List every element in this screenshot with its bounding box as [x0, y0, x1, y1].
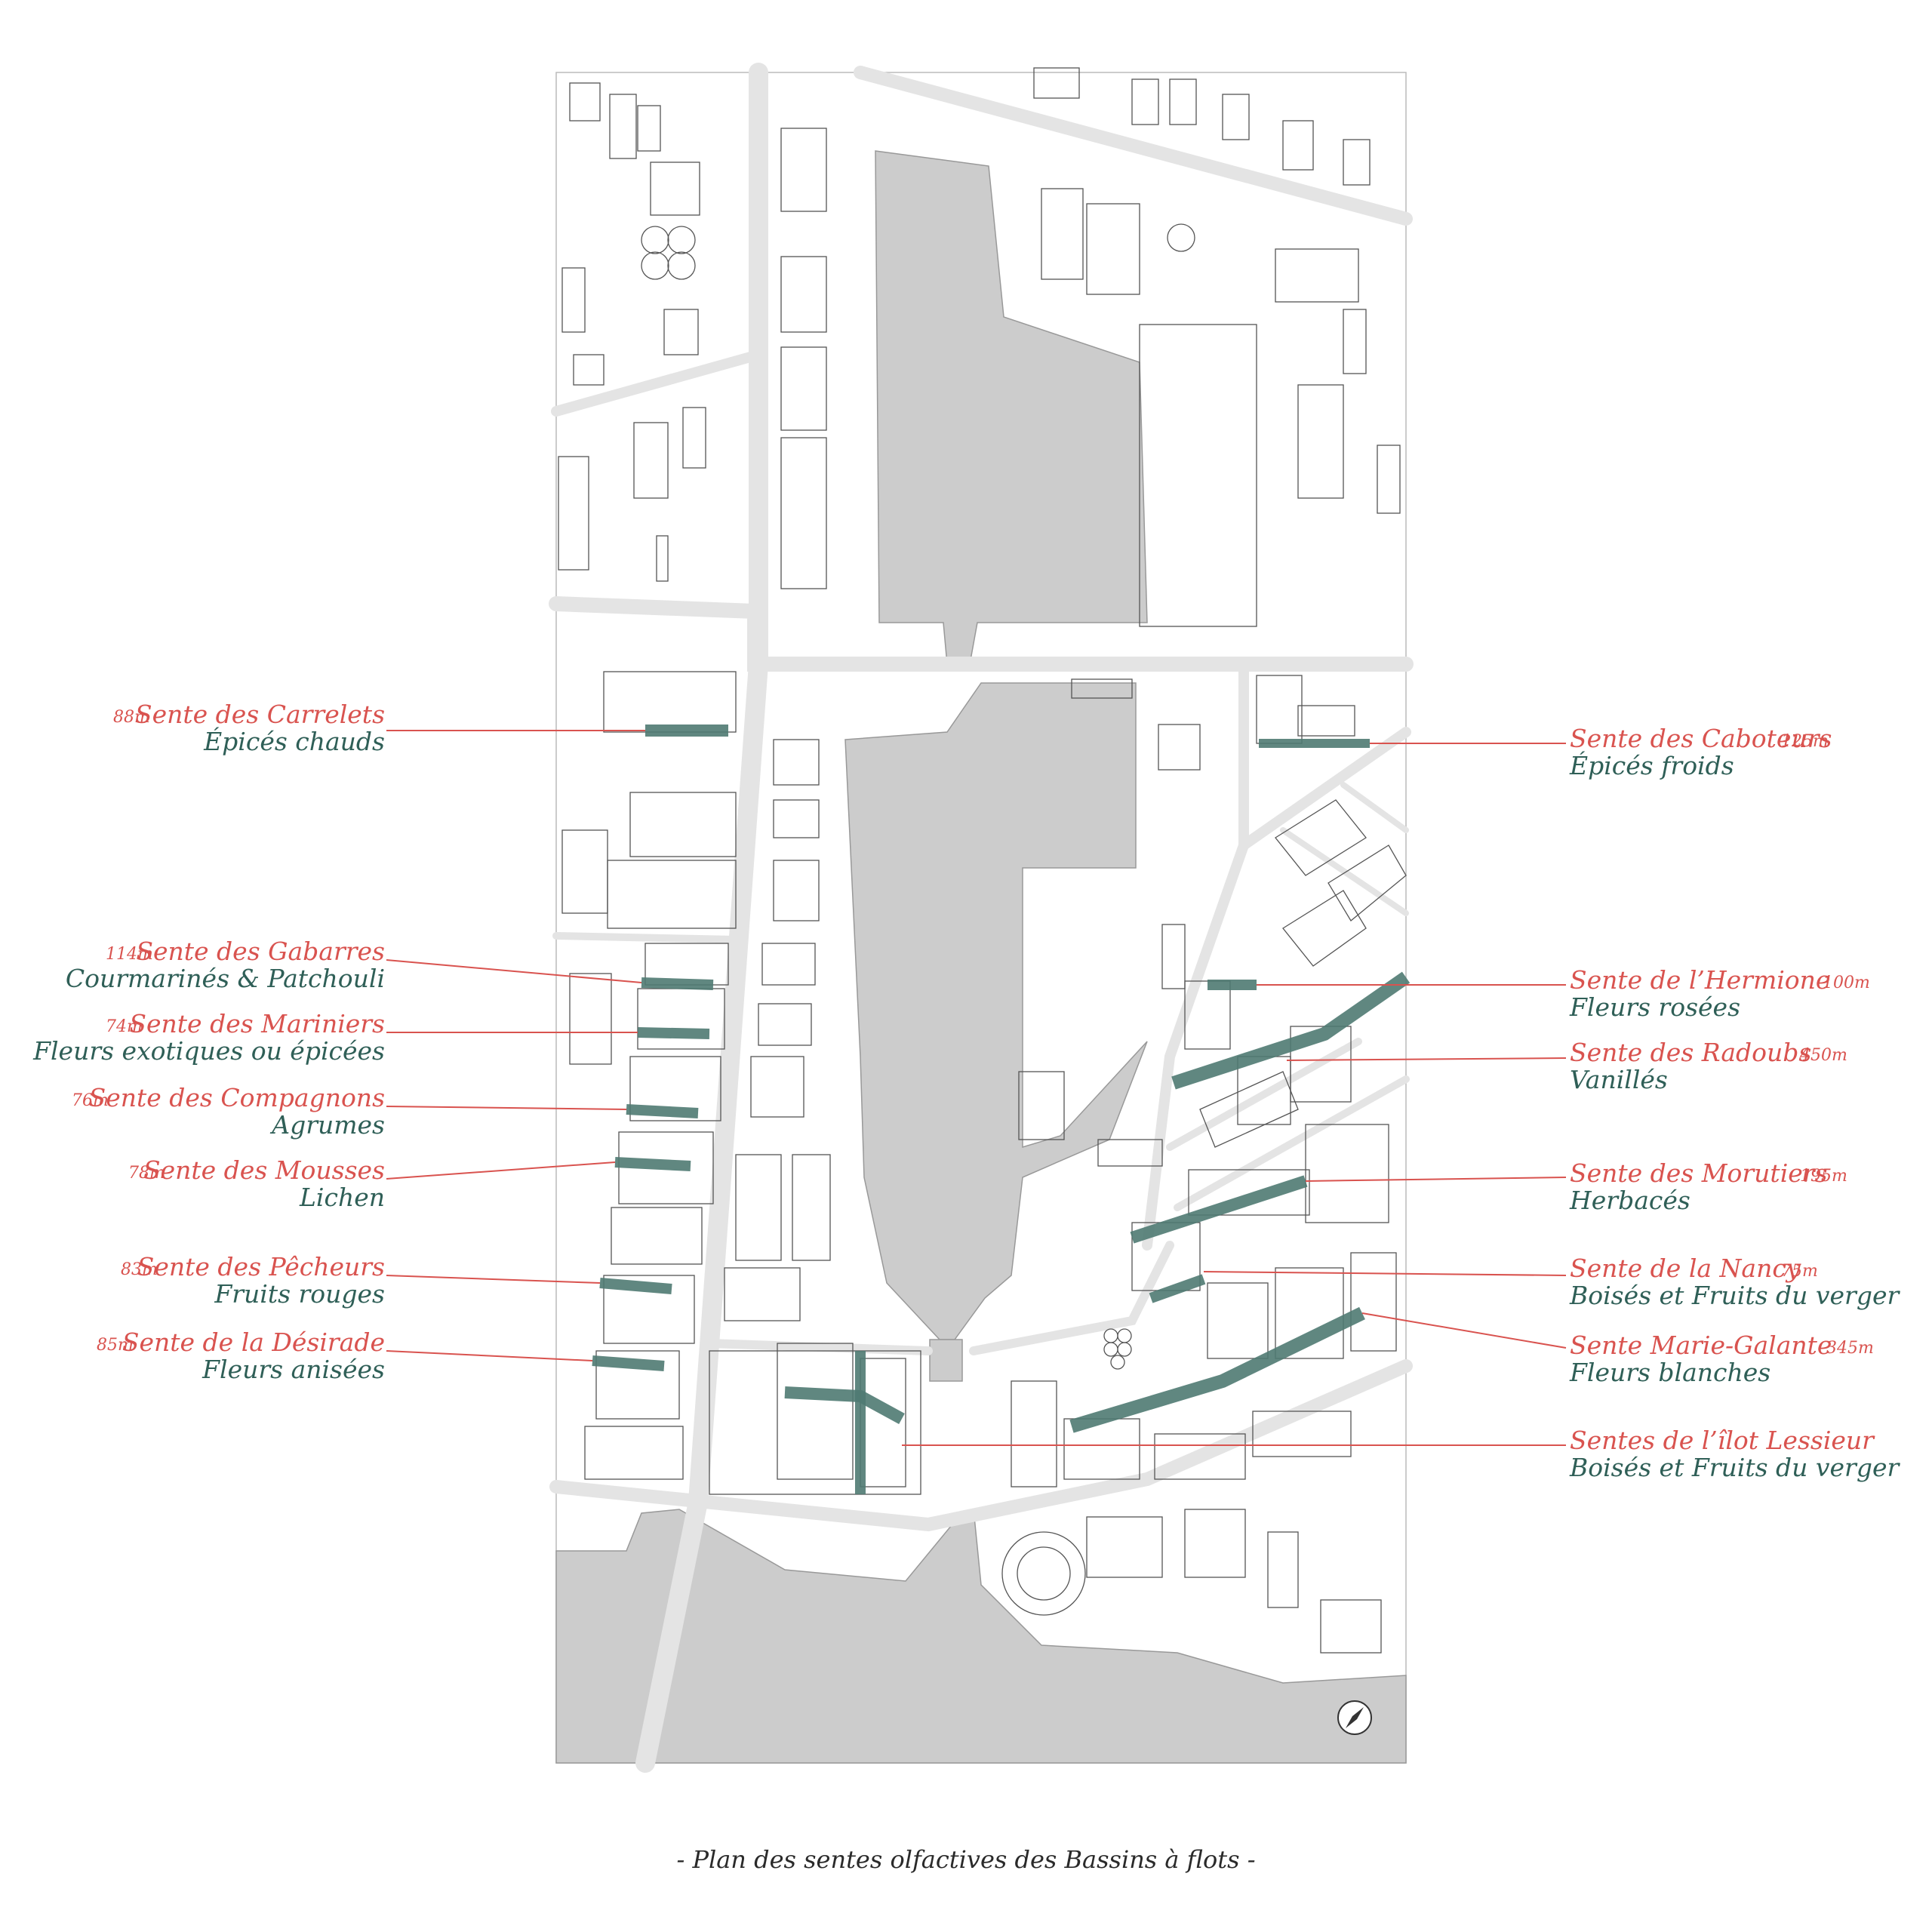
path-scent-pecheurs: Fruits rouges: [214, 1279, 385, 1309]
path-length-mousses: 78m: [128, 1164, 165, 1183]
path-length-carrelets: 88m: [113, 708, 150, 727]
path-name-compagnons: Sente des Compagnons: [88, 1083, 385, 1112]
path-length-radoubs: 450m: [1800, 1046, 1847, 1065]
path-name-mariniers: Sente des Mariniers: [129, 1009, 385, 1038]
path-mariegalante: [1069, 1306, 1365, 1433]
path-name-gabarres: Sente des Gabarres: [136, 937, 385, 966]
path-name-morutiers: Sente des Morutiers: [1570, 1158, 1828, 1188]
path-length-nancy: 75m: [1781, 1262, 1818, 1281]
path-name-lessieur: Sentes de l’îlot Lessieur: [1570, 1426, 1874, 1455]
path-scent-caboteurs: Épicés froids: [1570, 751, 1734, 780]
path-compagnons: [626, 1104, 699, 1118]
path-radoubs: [1171, 971, 1411, 1090]
building-footprints: [558, 67, 1407, 1654]
figure-caption: - Plan des sentes olfactives des Bassins…: [676, 1845, 1256, 1874]
water-areas: [555, 150, 1407, 1764]
leader-lines: [386, 730, 1567, 1446]
path-name-carrelets: Sente des Carrelets: [134, 700, 385, 729]
path-name-hermione: Sente de l’Hermione: [1570, 965, 1831, 995]
path-length-desirade: 85m: [97, 1336, 134, 1355]
path-scent-compagnons: Agrumes: [272, 1110, 385, 1140]
compass-rose-icon: [1337, 1700, 1372, 1735]
path-pecheurs: [599, 1278, 672, 1294]
path-name-caboteurs: Sente des Caboteurs: [1570, 724, 1832, 753]
river-garonne: [555, 1508, 1407, 1764]
path-length-caboteurs: 125m: [1781, 732, 1829, 751]
upper-basin: [875, 150, 1148, 665]
path-mousses: [614, 1157, 691, 1171]
path-scent-gabarres: Courmarinés & Patchouli: [65, 964, 385, 993]
path-nancy: [1149, 1274, 1206, 1303]
path-scent-mousses: Lichen: [300, 1183, 385, 1212]
path-name-desirade: Sente de la Désirade: [122, 1327, 385, 1357]
path-length-hermione: 100m: [1823, 974, 1870, 992]
path-scent-carrelets: Épicés chauds: [204, 727, 385, 756]
path-scent-desirade: Fleurs anisées: [202, 1355, 385, 1384]
path-scent-morutiers: Herbacés: [1570, 1186, 1690, 1215]
path-length-mariniers: 74m: [106, 1017, 143, 1036]
scent-paths: [592, 724, 1411, 1494]
path-length-gabarres: 114m: [106, 945, 153, 964]
path-scent-radoubs: Vanillés: [1570, 1065, 1668, 1094]
path-scent-hermione: Fleurs rosées: [1570, 992, 1741, 1022]
roads: [549, 63, 1414, 1773]
path-desirade: [592, 1355, 665, 1371]
path-mariniers: [637, 1027, 710, 1039]
path-scent-mariegalante: Fleurs blanches: [1570, 1358, 1771, 1387]
path-name-radoubs: Sente des Radoubs: [1570, 1038, 1812, 1067]
path-name-nancy: Sente de la Nancy: [1570, 1254, 1801, 1283]
path-name-pecheurs: Sente des Pêcheurs: [137, 1252, 385, 1281]
path-length-compagnons: 76m: [72, 1091, 109, 1110]
path-length-pecheurs: 83m: [121, 1260, 158, 1279]
path-gabarres: [641, 977, 714, 990]
path-length-morutiers: 195m: [1800, 1167, 1847, 1186]
path-scent-nancy: Boisés et Fruits du verger: [1570, 1281, 1900, 1310]
path-name-mariegalante: Sente Marie-Galante: [1570, 1331, 1832, 1360]
path-length-mariegalante: 345m: [1826, 1339, 1874, 1358]
lock-channel: [929, 1339, 963, 1382]
path-scent-lessieur: Boisés et Fruits du verger: [1570, 1453, 1900, 1482]
path-morutiers: [1130, 1175, 1308, 1244]
path-scent-mariniers: Fleurs exotiques ou épicées: [33, 1036, 385, 1066]
path-name-mousses: Sente des Mousses: [143, 1155, 385, 1185]
